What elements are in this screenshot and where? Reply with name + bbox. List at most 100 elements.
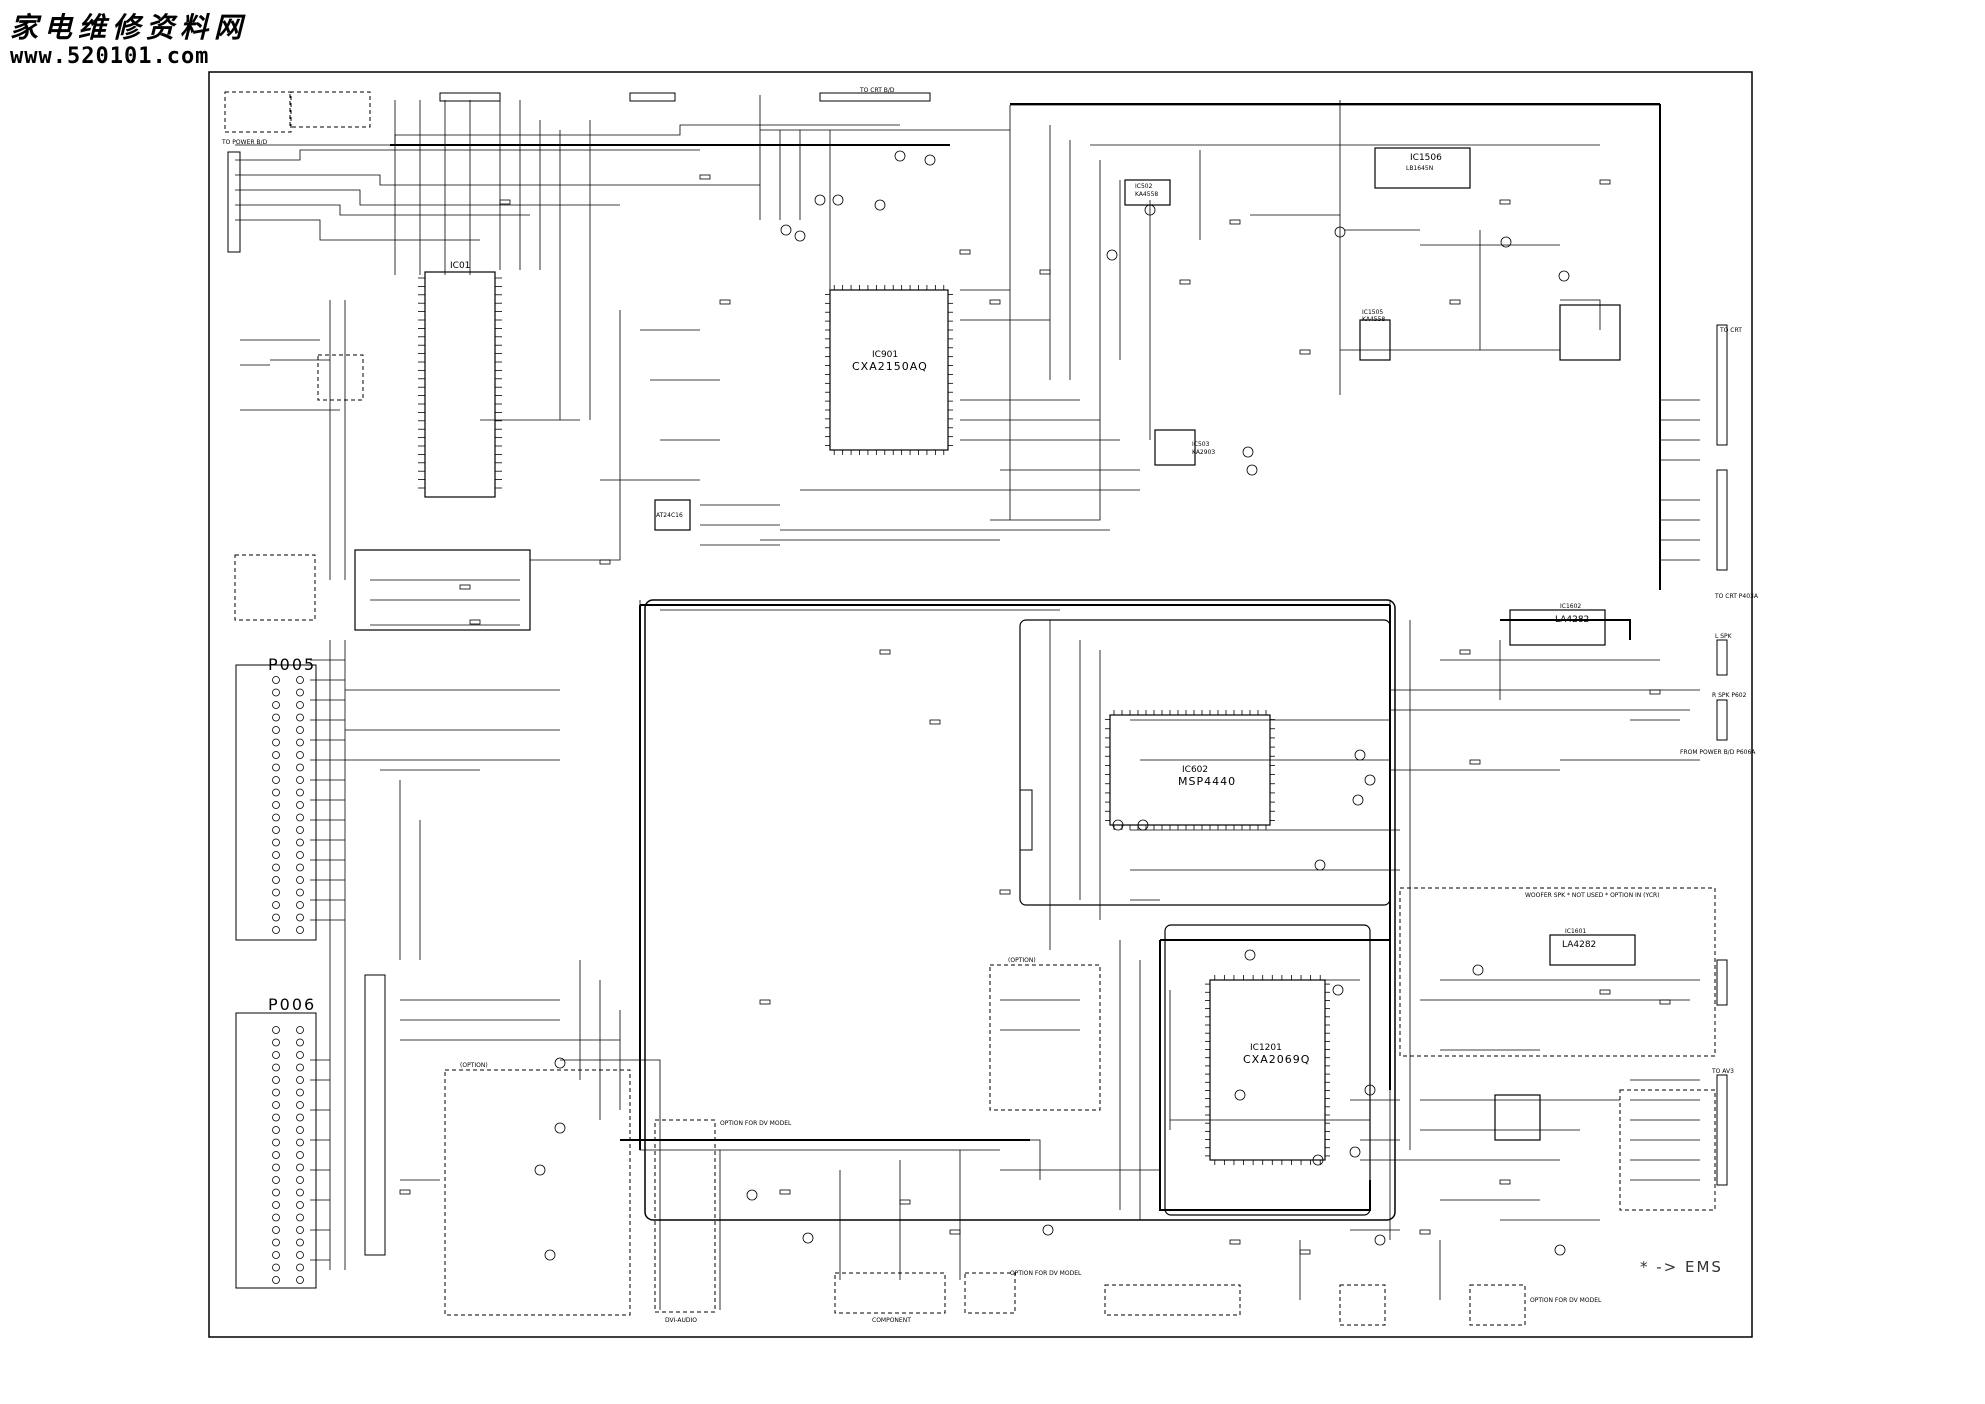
transistor-symbol: [1246, 464, 1258, 476]
resistor-symbol: [879, 649, 891, 655]
connector-pin: [272, 888, 280, 897]
connector-pin: [296, 888, 304, 897]
dashed-box-3: [234, 554, 316, 621]
connector-pin: [296, 701, 304, 709]
connector-pin: [272, 751, 280, 759]
label-option-dvd-2: OPTION FOR DV MODEL: [1010, 1270, 1082, 1277]
connector-blocks: [227, 92, 1728, 1256]
resistor-symbol: [1449, 299, 1461, 305]
connector-pin: [296, 901, 304, 909]
ic503-part: KA2903: [1192, 449, 1215, 456]
transistor-symbol: [1374, 1234, 1386, 1246]
transistor-symbol: [802, 1232, 814, 1244]
ic901-body: [829, 289, 949, 451]
dashed-box-1: [224, 91, 292, 133]
connector-pin: [296, 1263, 304, 1272]
video-block-frame: [1164, 924, 1371, 1216]
transistor-symbol: [1364, 1084, 1376, 1096]
resistor-symbol: [999, 889, 1011, 895]
resistor-symbol: [1419, 1229, 1431, 1235]
ic602-part: MSP4440: [1178, 775, 1236, 788]
ic1602-body: [1509, 609, 1606, 646]
label-dvi-audio: DVI-AUDIO: [665, 1317, 697, 1324]
connector-pin: [272, 838, 280, 847]
connector-pin: [272, 713, 280, 722]
connector-pin: [296, 913, 304, 922]
ic503-name: IC503: [1192, 441, 1210, 448]
connector-pin: [296, 1063, 304, 1072]
resistor-symbol: [1649, 689, 1661, 695]
transistor-symbol: [1332, 984, 1344, 996]
option-box-jack: [964, 1272, 1016, 1314]
transistor-symbol: [1312, 1154, 1324, 1166]
resistor-symbol: [1299, 349, 1311, 355]
transistor-symbol: [554, 1057, 566, 1069]
connector-pin: [296, 1213, 304, 1222]
connector-pin: [272, 788, 280, 797]
connector-pin: [272, 913, 280, 922]
at24c16-body: [654, 499, 691, 531]
transistor-symbol: [1554, 1244, 1566, 1256]
connector-pin: [296, 776, 304, 784]
connector-pin: [272, 1226, 280, 1234]
transistor-symbol: [1244, 949, 1256, 961]
connector-pin: [296, 1038, 304, 1047]
transistor-symbol: [1144, 204, 1156, 216]
transistor-symbol: [924, 154, 936, 166]
resistor-symbol: [599, 559, 611, 565]
resistor-symbol: [1499, 1179, 1511, 1185]
transistor-symbol: [794, 230, 806, 242]
connector-pin: [272, 1251, 280, 1259]
connector-pin: [296, 838, 304, 847]
label-option-2: (OPTION): [1008, 957, 1036, 964]
transistor-symbol: [1352, 794, 1364, 806]
option-box-left: [444, 1069, 631, 1316]
connector-pin: [272, 1051, 280, 1059]
connector-pin: [296, 876, 304, 884]
resistor-symbol: [459, 584, 471, 590]
connector-pin: [296, 751, 304, 759]
resistor-symbol: [699, 174, 711, 180]
ic01-body: [424, 271, 496, 498]
connector-pin: [296, 813, 304, 822]
transistor-symbol: [746, 1189, 758, 1201]
woofer-option-box: [1399, 887, 1716, 1057]
connector-pin: [272, 1276, 280, 1284]
connector-pin: [296, 688, 304, 697]
connector-pin: [272, 1076, 280, 1084]
resistor-symbol: [1499, 199, 1511, 205]
small-components: [399, 150, 1671, 1261]
resistor-symbol: [949, 1229, 961, 1235]
connector-pin: [296, 676, 304, 684]
bus-lines: [390, 103, 1661, 1211]
connector-pin: [296, 1201, 304, 1209]
connector-pin: [272, 1188, 280, 1197]
resistor-symbol: [719, 299, 731, 305]
connector-pin: [296, 851, 304, 859]
connector-pin: [272, 876, 280, 884]
label-to-power-bd: TO POWER B/D: [221, 139, 268, 146]
connector-pin: [272, 1088, 280, 1097]
label-to-crt-p403a: TO CRT P403A: [1714, 593, 1759, 600]
jack-box-1: [1339, 1284, 1386, 1326]
connector-pin: [296, 1226, 304, 1234]
transistor-symbol: [1500, 236, 1512, 248]
connector-pin: [296, 1101, 304, 1109]
label-from-power-bd: FROM POWER B/D P606A: [1680, 749, 1756, 756]
label-to-crt: TO CRT: [1719, 327, 1742, 334]
resistor-symbol: [1039, 269, 1051, 275]
ic1506-name: IC1506: [1410, 153, 1442, 163]
transistor-symbol: [1354, 749, 1366, 761]
label-l-spk: L SPK: [1715, 633, 1733, 640]
resistor-symbol: [989, 299, 1001, 305]
dvi-audio-box: [654, 1119, 716, 1313]
ic1201-name: IC1201: [1250, 1043, 1282, 1053]
resistor-symbol: [759, 999, 771, 1005]
ic1505-part: KA4558: [1362, 316, 1385, 323]
label-option-dvd-1: OPTION FOR DV MODEL: [720, 1120, 792, 1127]
p006-pins: [272, 1026, 304, 1284]
connector-pin: [296, 826, 304, 834]
ic1506-body: [1374, 147, 1471, 189]
label-p005: P005: [268, 655, 316, 674]
connector-pin: [272, 1038, 280, 1047]
